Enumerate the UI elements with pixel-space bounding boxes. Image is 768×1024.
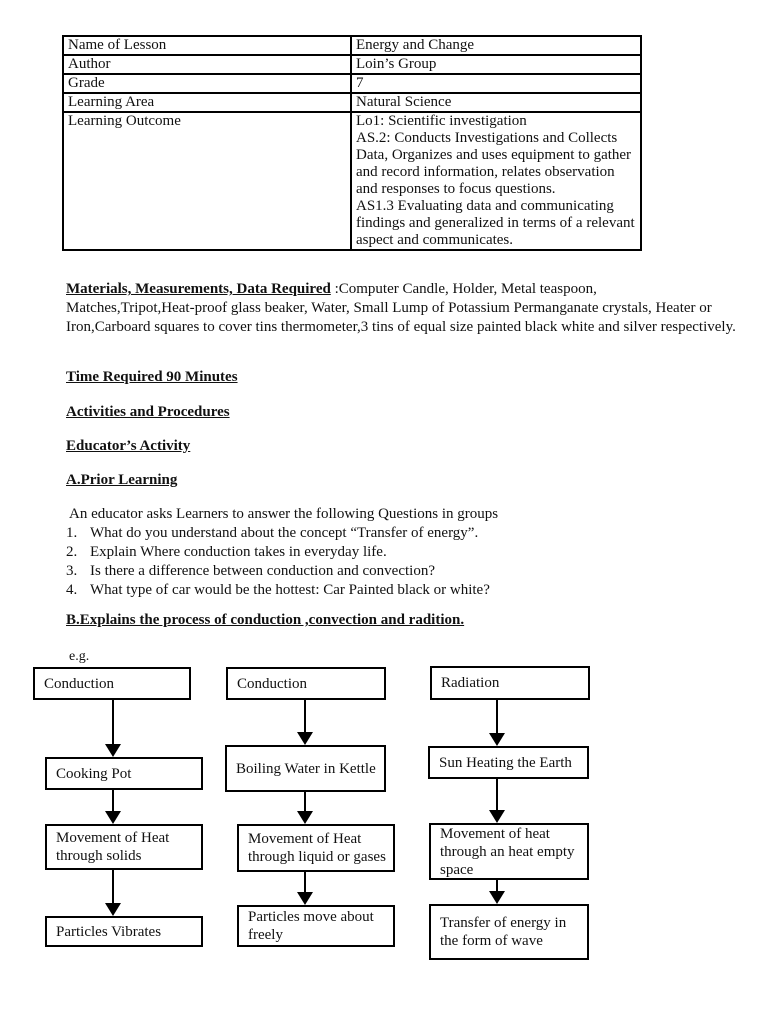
table-row: Learning Area Natural Science	[62, 92, 642, 113]
table-row: Name of Lesson Energy and Change	[62, 35, 642, 56]
flowchart-box: Movement of heat through an heat empty s…	[429, 823, 589, 880]
flowchart-box: Particles move about freely	[237, 905, 395, 947]
down-arrow-icon	[105, 700, 121, 757]
prior-learning-block: An educator asks Learners to answer the …	[66, 505, 666, 600]
flowchart-box: Boiling Water in Kettle	[225, 745, 386, 792]
materials-text: Matches,Tripot,Heat-proof glass beaker, …	[66, 300, 736, 335]
flowchart-box: Conduction	[33, 667, 191, 700]
label-cell: Learning Outcome	[62, 111, 352, 251]
table-row: Learning Outcome Lo1: Scientific investi…	[62, 111, 642, 251]
flowchart-box: Particles Vibrates	[45, 916, 203, 947]
question-text: Explain Where conduction takes in everyd…	[90, 544, 387, 560]
question-text: What do you understand about the concept…	[90, 525, 479, 541]
label-cell: Learning Area	[62, 92, 352, 113]
materials-paragraph: Materials, Measurements, Data Required :…	[66, 280, 742, 337]
label-cell: Name of Lesson	[62, 35, 352, 56]
flowchart-box: Radiation	[430, 666, 590, 700]
table-row: Grade 7	[62, 73, 642, 94]
down-arrow-icon	[489, 700, 505, 746]
question-number: 1.	[66, 525, 78, 541]
down-arrow-icon	[297, 792, 313, 824]
flowchart-box: Transfer of energy in the form of wave	[429, 904, 589, 960]
question-item: 2. Explain Where conduction takes in ever…	[66, 543, 666, 562]
label-cell: Grade	[62, 73, 352, 94]
label-cell: Author	[62, 54, 352, 75]
down-arrow-icon	[297, 700, 313, 745]
heading-explains-process: B.Explains the process of conduction ,co…	[66, 612, 465, 628]
eg-label: e.g.	[69, 649, 90, 664]
flowchart-box: Cooking Pot	[45, 757, 203, 790]
down-arrow-icon	[105, 870, 121, 916]
question-text: What type of car would be the hottest: C…	[90, 582, 490, 598]
heading-prior-learning: A.Prior Learning	[66, 472, 178, 488]
question-item: 3. Is there a difference between conducti…	[66, 562, 666, 581]
down-arrow-icon	[489, 779, 505, 823]
down-arrow-icon	[489, 880, 505, 904]
flowchart-box: Movement of Heat through solids	[45, 824, 203, 870]
materials-heading: Materials, Measurements, Data Required	[66, 281, 331, 297]
value-cell: 7	[350, 73, 642, 94]
value-cell: Loin’s Group	[350, 54, 642, 75]
value-cell: Lo1: Scientific investigation AS.2: Cond…	[350, 111, 642, 251]
table-row: Author Loin’s Group	[62, 54, 642, 75]
materials-line1: :Computer Candle, Holder, Metal teaspoon…	[330, 281, 597, 297]
lesson-info-table: Name of Lesson Energy and Change Author …	[62, 35, 642, 251]
heading-time-required: Time Required 90 Minutes	[66, 369, 238, 385]
down-arrow-icon	[105, 790, 121, 824]
flowchart-box: Conduction	[226, 667, 386, 700]
heading-educators-activity: Educator’s Activity	[66, 438, 191, 454]
down-arrow-icon	[297, 872, 313, 905]
question-number: 2.	[66, 544, 78, 560]
flowchart-box: Sun Heating the Earth	[428, 746, 589, 779]
question-item: 1. What do you understand about the conce…	[66, 524, 666, 543]
value-cell: Energy and Change	[350, 35, 642, 56]
question-text: Is there a difference between conduction…	[90, 563, 435, 579]
question-item: 4. What type of car would be the hottest:…	[66, 581, 666, 600]
question-number: 4.	[66, 582, 78, 598]
prior-learning-intro: An educator asks Learners to answer the …	[69, 506, 499, 522]
flowchart-box: Movement of Heat through liquid or gases	[237, 824, 395, 872]
question-number: 3.	[66, 563, 78, 579]
heading-activities-procedures: Activities and Procedures	[66, 404, 230, 420]
value-cell: Natural Science	[350, 92, 642, 113]
